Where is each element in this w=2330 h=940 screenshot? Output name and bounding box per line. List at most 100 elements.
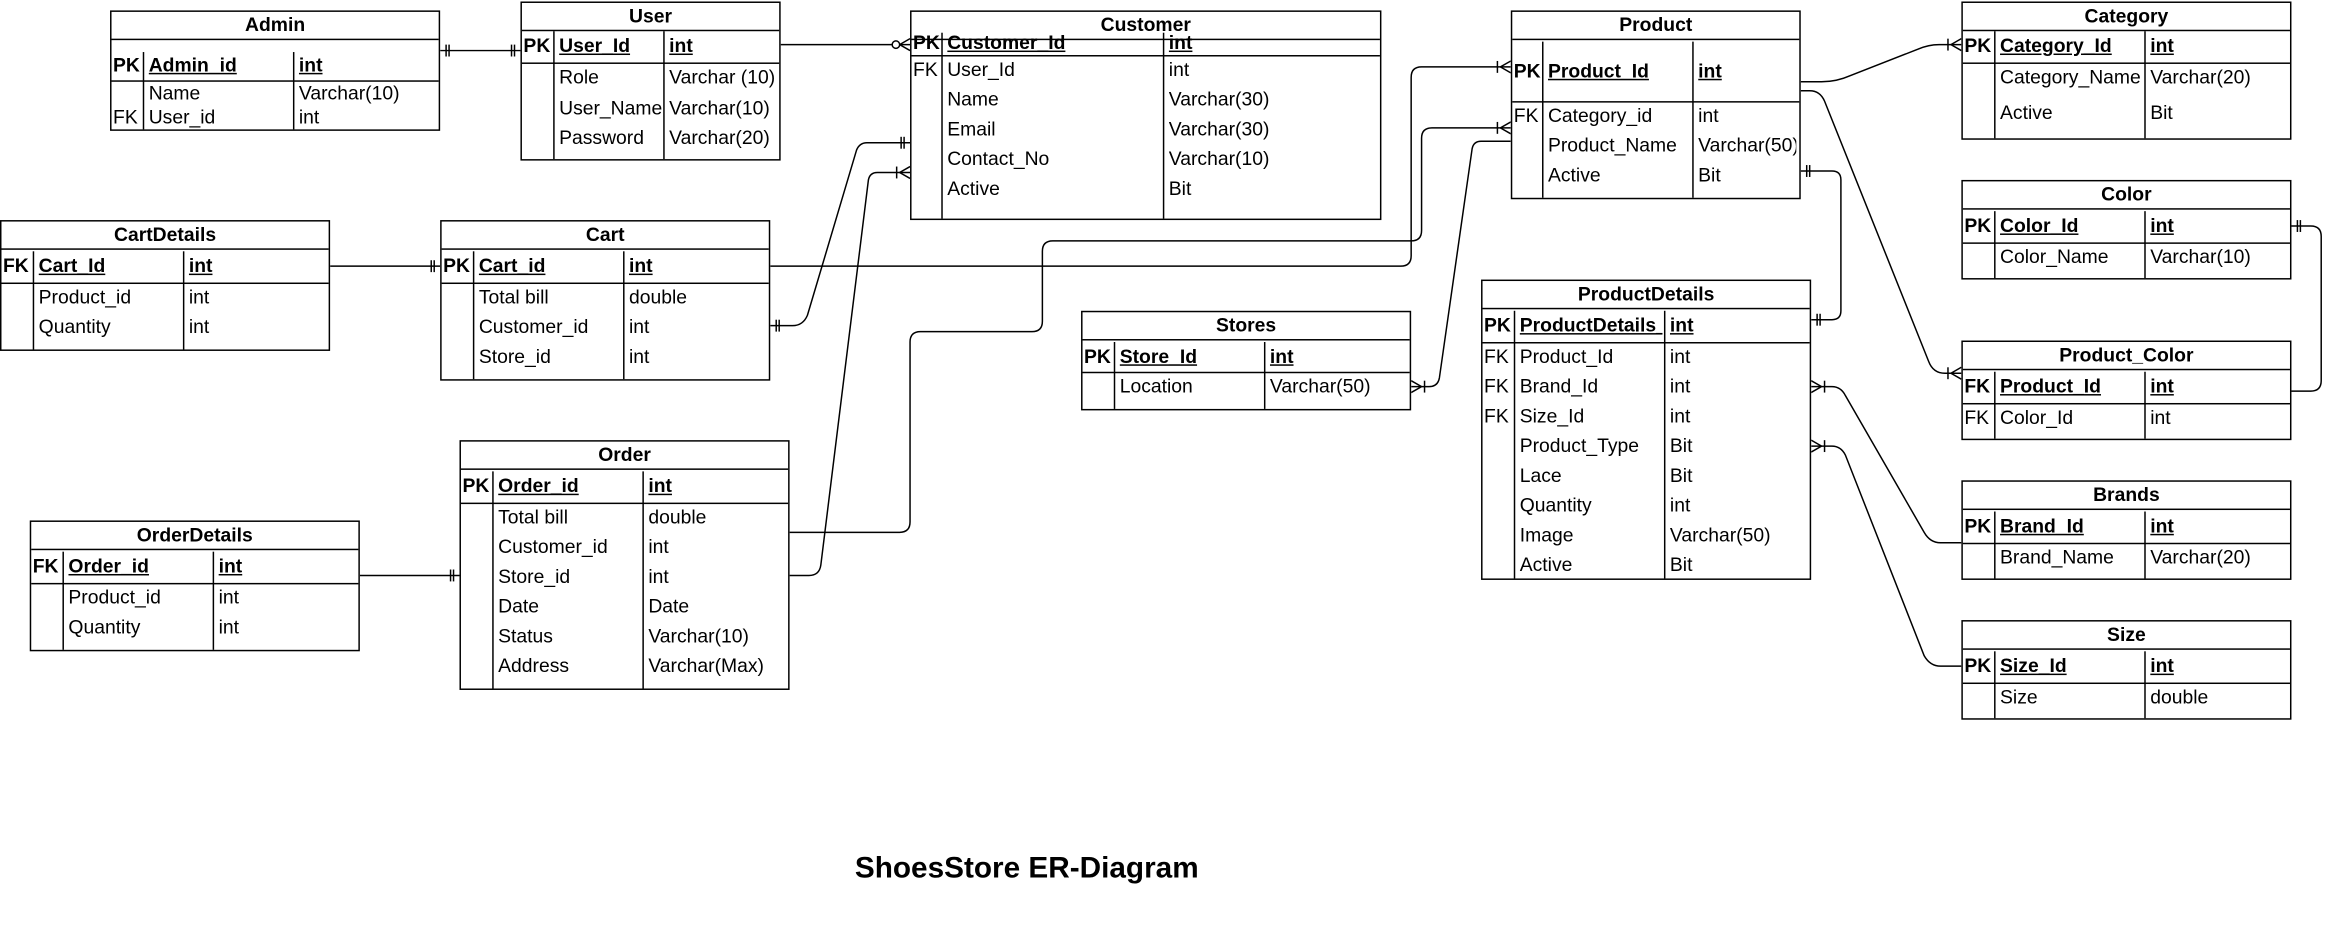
connector-line (1800, 43, 1962, 83)
table-title-cartdetails: CartDetails (1, 222, 329, 250)
table-row-stores-location[interactable]: Location Varchar(50) (1083, 372, 1410, 409)
field-type: int (1698, 104, 1719, 127)
field-type: int (2150, 654, 2174, 677)
key-column-divider (1994, 31, 1996, 139)
key-marker: PK (1513, 59, 1541, 82)
field-type: int (648, 535, 669, 558)
type-column-divider (2144, 651, 2146, 719)
cardinality-one-marker (445, 44, 450, 57)
cardinality-one-marker (449, 569, 455, 582)
field-name: Cart_Id (38, 254, 106, 277)
key-marker: FK (1484, 374, 1509, 398)
field-type: int (298, 53, 323, 76)
field-name: Product_id (68, 585, 161, 609)
field-name: Location (1119, 374, 1193, 398)
field-type: int (1269, 344, 1294, 368)
connector-line (1800, 170, 1842, 321)
field-name: Customer_id (478, 315, 589, 338)
key-marker: PK (462, 474, 490, 497)
key-marker: FK (2, 254, 29, 277)
field-name: Quantity (38, 315, 111, 338)
field-name: Active (947, 176, 1000, 200)
key-marker: FK (1964, 405, 1990, 429)
field-type: Varchar(50) (1269, 374, 1371, 398)
